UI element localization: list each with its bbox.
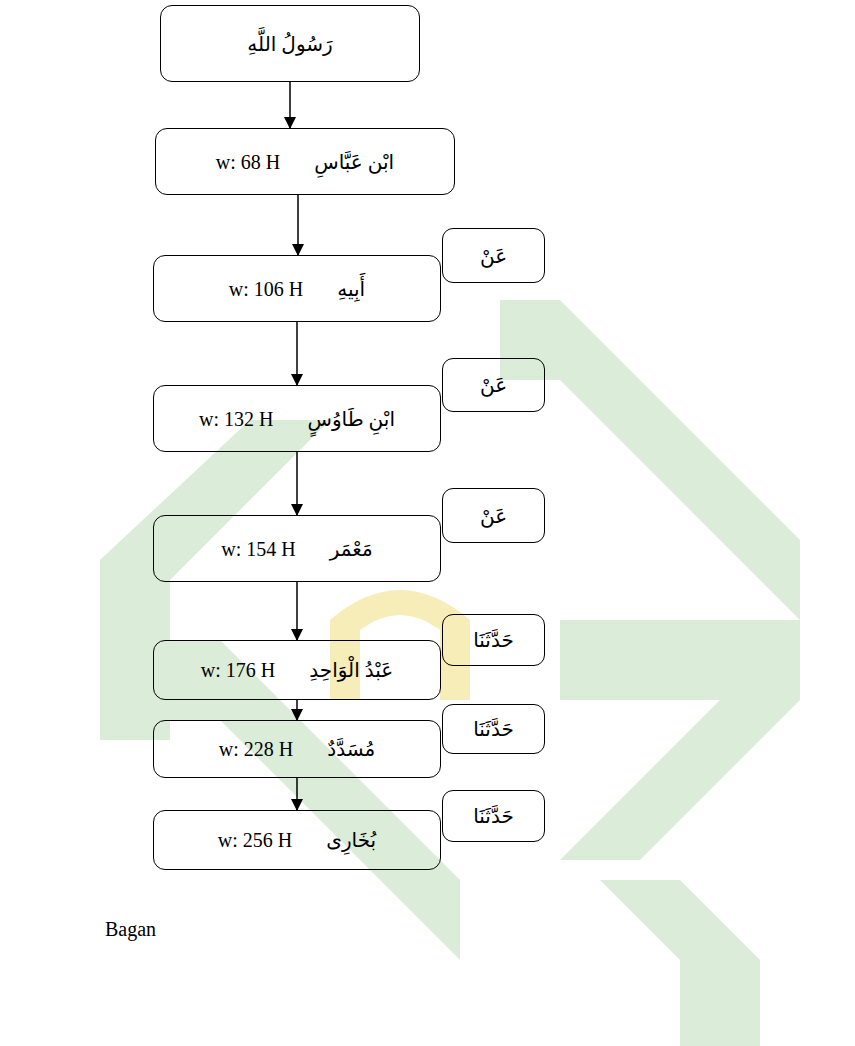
narrator-box: w: 256 H بُخَارِى bbox=[153, 810, 441, 870]
narrator-box: w: 132 H ابْنِ طَاوُسٍ bbox=[153, 385, 441, 452]
death-year: w: 132 H bbox=[199, 407, 273, 431]
narrator-name: مَعْمَر bbox=[330, 537, 373, 561]
chain-arrow bbox=[296, 582, 298, 640]
narrator-box: w: 154 H مَعْمَر bbox=[153, 515, 441, 582]
chain-arrow bbox=[296, 452, 298, 515]
narrator-name: ابْن عَبَّاسِ bbox=[314, 150, 394, 174]
chain-arrow bbox=[296, 778, 298, 810]
narrator-name: عَبْدُ الْوَاحِدِ bbox=[309, 658, 393, 682]
narrator-name: أَبِيهِ bbox=[337, 277, 365, 301]
death-year: w: 256 H bbox=[218, 828, 292, 852]
narrator-name: ابْنِ طَاوُسٍ bbox=[308, 407, 395, 431]
transmission-term: عَنْ bbox=[480, 504, 507, 528]
transmission-tag: حَدَّثَنَا bbox=[442, 790, 545, 842]
transmission-tag: عَنْ bbox=[442, 228, 545, 283]
transmission-term: حَدَّثَنَا bbox=[473, 804, 514, 828]
transmission-tag: حَدَّثَنَا bbox=[442, 614, 545, 666]
transmission-term: عَنْ bbox=[480, 244, 507, 268]
chain-arrow bbox=[296, 322, 298, 385]
chain-arrow bbox=[297, 195, 299, 255]
chain-arrow bbox=[289, 82, 291, 128]
death-year: w: 154 H bbox=[221, 537, 295, 561]
transmission-tag: عَنْ bbox=[442, 358, 545, 412]
narrator-name: مُسَدَّدٌ bbox=[327, 737, 375, 761]
death-year: w: 228 H bbox=[219, 737, 293, 761]
narrator-name: بُخَارِى bbox=[326, 828, 376, 852]
figure-label: Bagan bbox=[105, 918, 156, 941]
narrator-box: w: 228 H مُسَدَّدٌ bbox=[153, 720, 441, 778]
narrator-name: رَسُولُ اللَّهِ bbox=[247, 32, 332, 56]
narrator-box: w: 106 H أَبِيهِ bbox=[153, 255, 441, 322]
transmission-tag: عَنْ bbox=[442, 488, 545, 543]
death-year: w: 106 H bbox=[229, 277, 303, 301]
chain-arrow bbox=[296, 700, 298, 720]
transmission-tag: حَدَّثَنَا bbox=[442, 704, 545, 754]
transmission-term: عَنْ bbox=[480, 373, 507, 397]
narrator-box: w: 68 H ابْن عَبَّاسِ bbox=[155, 128, 455, 195]
narrator-box: w: 176 H عَبْدُ الْوَاحِدِ bbox=[153, 640, 441, 700]
death-year: w: 176 H bbox=[201, 658, 275, 682]
transmission-term: حَدَّثَنَا bbox=[473, 628, 514, 652]
transmission-term: حَدَّثَنَا bbox=[473, 717, 514, 741]
narrator-box: رَسُولُ اللَّهِ bbox=[160, 5, 420, 82]
death-year: w: 68 H bbox=[216, 150, 280, 174]
